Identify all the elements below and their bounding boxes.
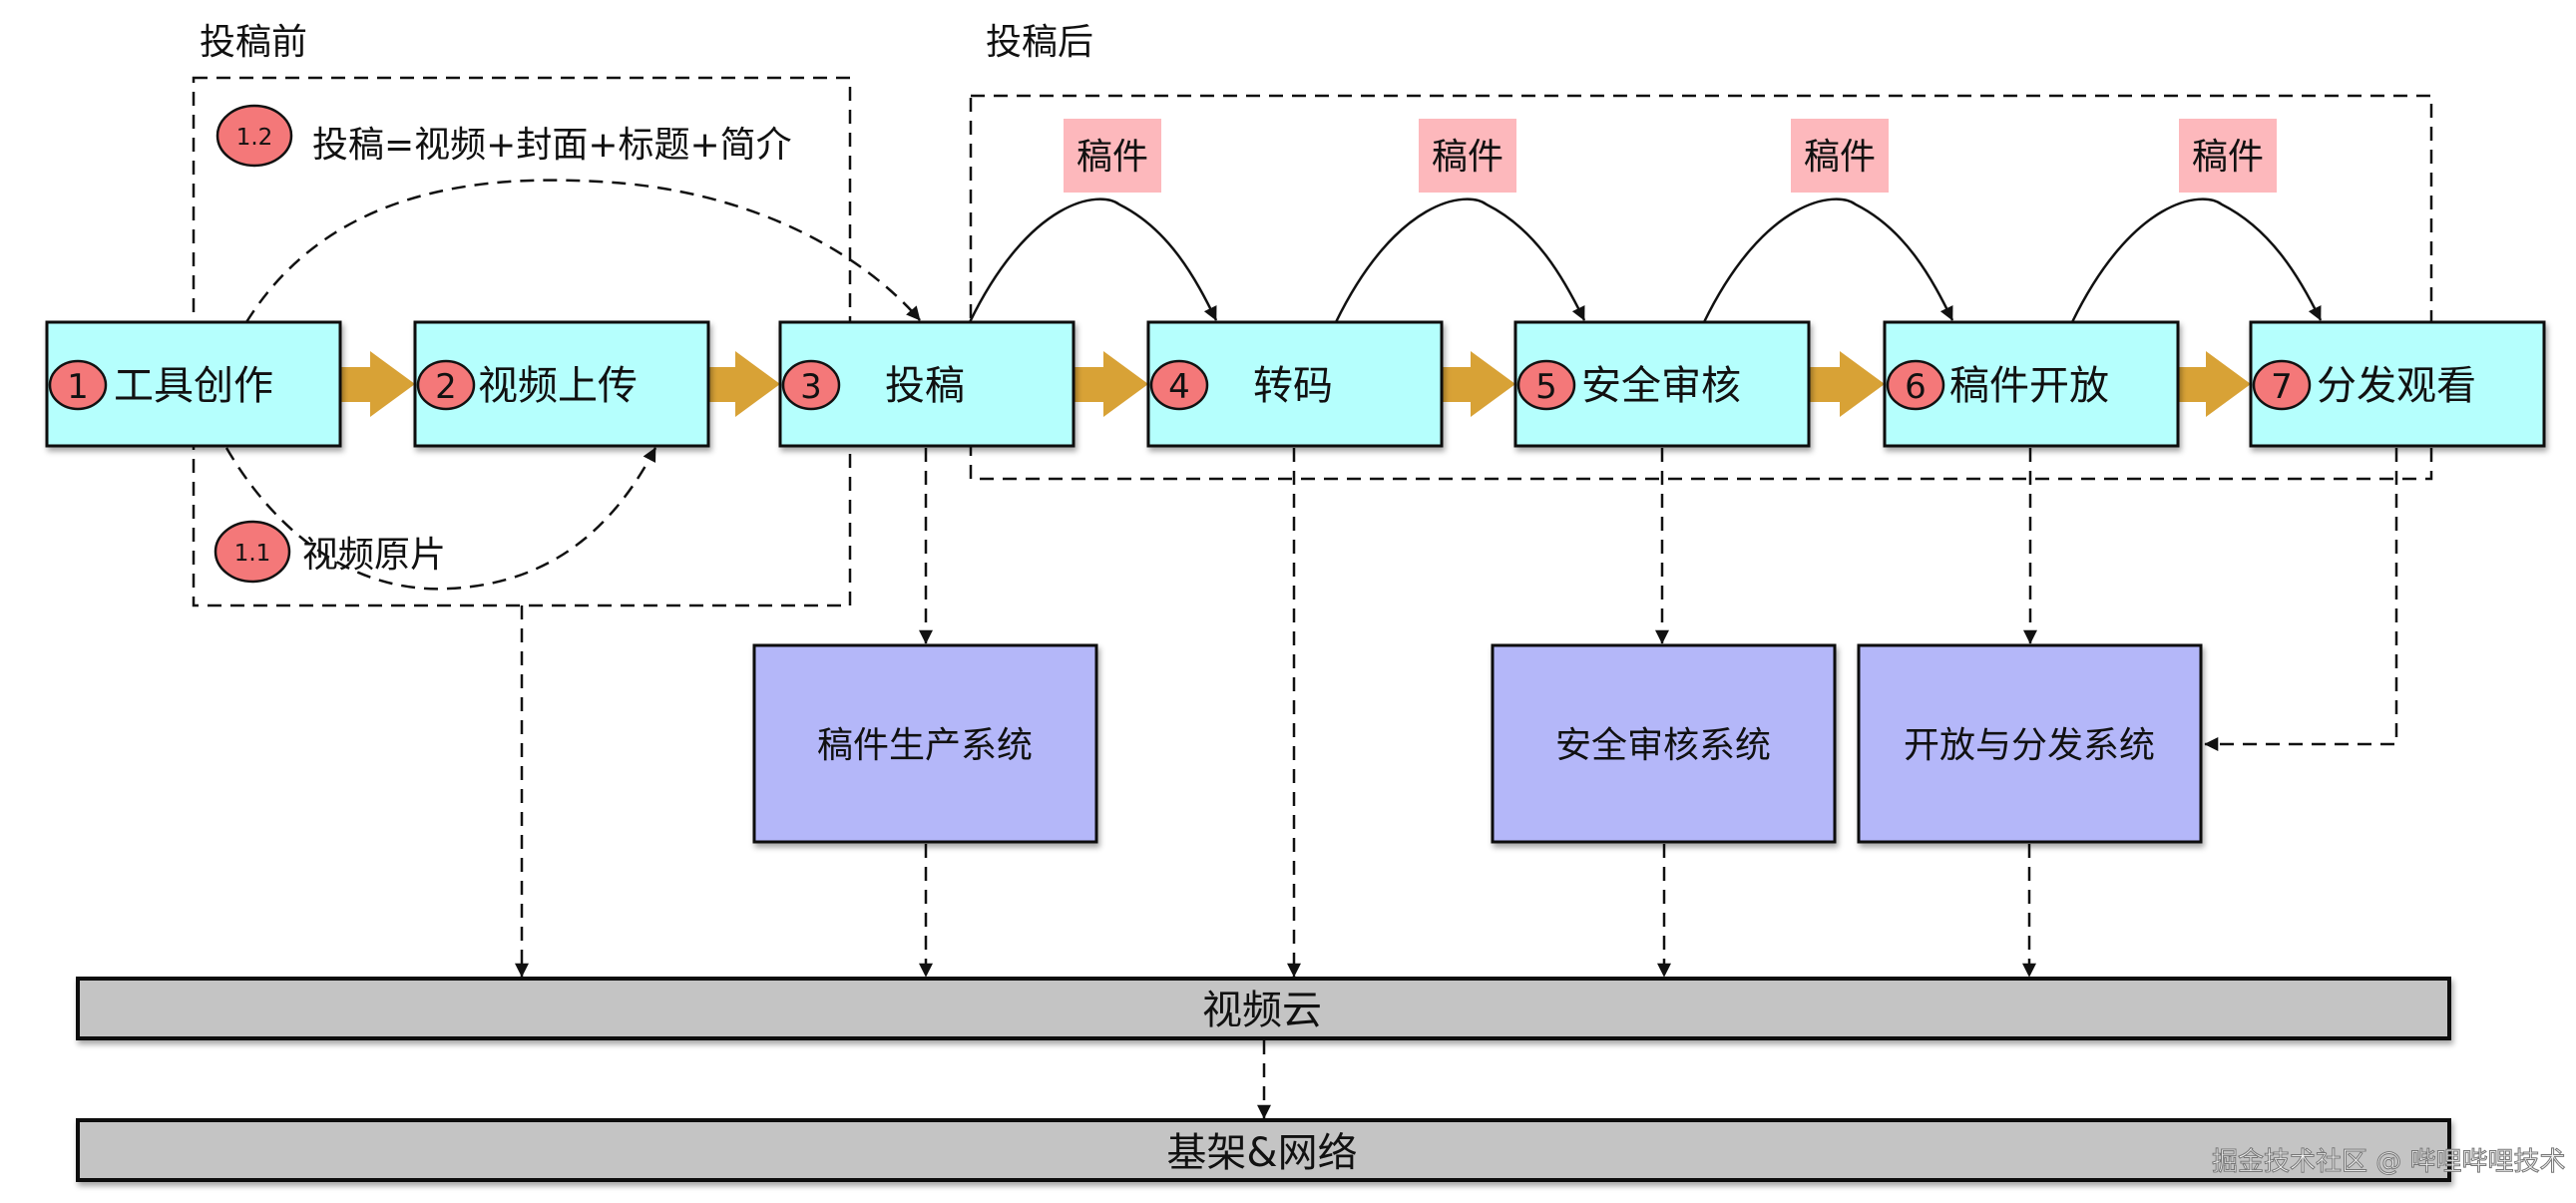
stage-label: 稿件开放 (1949, 363, 2109, 409)
layer-bar[interactable] (76, 1118, 2451, 1182)
artifact-tag-label: 稿件 (1432, 137, 1503, 178)
stage-number: 7 (2271, 367, 2293, 407)
stage-7[interactable]: 7 分发观看 (2249, 320, 2546, 448)
stage-number: 3 (800, 367, 822, 407)
layer-bar[interactable] (76, 977, 2451, 1040)
note-badge-1-2-text: 1.2 (236, 125, 273, 151)
system-0[interactable]: 稿件生产系统 (752, 643, 1098, 844)
flow-arrows (340, 351, 2251, 417)
infra-network-layer[interactable]: 基架&网络 (76, 1118, 2451, 1182)
system-label: 安全审核系统 (1555, 725, 1771, 766)
stage-4[interactable]: 4 转码 (1146, 320, 1444, 448)
system-box[interactable] (1491, 643, 1837, 844)
flow-arrow-icon (1809, 351, 1885, 417)
note-badge-1-1-text: 1.1 (234, 541, 271, 567)
stage-label: 投稿 (885, 363, 965, 409)
artifact-tag: 稿件 (1791, 119, 1889, 193)
stage-label: 视频上传 (478, 363, 638, 409)
artifact-tag-label: 稿件 (1804, 137, 1876, 178)
artifact-tag-label: 稿件 (2192, 137, 2264, 178)
stage-number: 6 (1905, 367, 1927, 407)
note-badge-1-1 (214, 520, 291, 584)
stage-number: 2 (435, 367, 457, 407)
pipeline-stages: 1 工具创作 2 视频上传 3 投稿 4 转码 5 安全审核 6 稿件开放 7 分发观看 (45, 320, 2546, 448)
artifact-handoff-arrow (1702, 198, 1954, 323)
stage-number: 1 (67, 367, 89, 407)
watch-to-distribution-system-arrow (2204, 448, 2398, 751)
raw-video-arrow (224, 447, 657, 591)
stage-number-badge (781, 359, 841, 411)
artifact-tag-box (1419, 119, 1516, 193)
artifact-tags: 稿件 稿件 稿件 稿件 (1064, 119, 2277, 193)
artifact-tag-box (2179, 119, 2277, 193)
artifact-tag: 稿件 (2179, 119, 2277, 193)
stage-label: 安全审核 (1581, 363, 1741, 409)
flow-arrow-icon (340, 351, 415, 417)
stage-number-badge (416, 359, 476, 411)
note-badge-1-2 (215, 104, 293, 168)
layer-label: 视频云 (1202, 988, 1322, 1033)
artifact-tag-label: 稿件 (1076, 137, 1148, 178)
stage-number-badge (1886, 359, 1945, 411)
system-box[interactable] (752, 643, 1098, 844)
system-label: 稿件生产系统 (817, 725, 1033, 766)
flow-arrow-icon (2178, 351, 2251, 417)
note-submission-definition: 1.2 投稿=视频+封面+标题+简介 (215, 104, 792, 168)
pre-submission-title: 投稿前 (200, 22, 307, 63)
stage-box[interactable] (1883, 320, 2180, 448)
artifact-tag: 稿件 (1419, 119, 1516, 193)
stage-1[interactable]: 1 工具创作 (45, 320, 342, 448)
video-cloud-layer[interactable]: 视频云 (76, 977, 2451, 1040)
post-submission-group: 投稿后 (969, 22, 2433, 481)
stage-number-badge (1149, 359, 1209, 411)
submission-metadata-arrow (244, 179, 921, 323)
stage-number-badge (2252, 359, 2312, 411)
watermark: 掘金技术社区 @ 哔哩哔哩技术 (2212, 1147, 2566, 1177)
system-box[interactable] (1857, 643, 2203, 844)
flow-arrow-icon (1073, 351, 1148, 417)
stage-number-badge (48, 359, 108, 411)
stage-number-badge (1516, 359, 1576, 411)
flow-arrow-icon (708, 351, 780, 417)
artifact-handoff-arrow (2070, 198, 2323, 323)
backend-systems: 稿件生产系统 安全审核系统 开放与分发系统 (752, 643, 2203, 844)
note-submission-definition-text: 投稿=视频+封面+标题+简介 (312, 125, 792, 166)
stage-label: 转码 (1253, 363, 1333, 409)
stage-6[interactable]: 6 稿件开放 (1883, 320, 2180, 448)
post-submission-title: 投稿后 (986, 22, 1093, 63)
note-raw-video: 1.1 视频原片 (214, 520, 446, 584)
flow-arrow-icon (1442, 351, 1515, 417)
stage-number: 4 (1168, 367, 1190, 407)
artifact-handoff-arrow (968, 198, 1218, 323)
artifact-tag-box (1791, 119, 1889, 193)
artifact-handoff-arrow (1334, 198, 1586, 323)
pre-submission-group: 投稿前 (192, 22, 852, 607)
post-submission-frame (969, 94, 2433, 481)
system-label: 开放与分发系统 (1904, 725, 2155, 766)
stage-label: 分发观看 (2317, 363, 2476, 409)
system-2[interactable]: 开放与分发系统 (1857, 643, 2203, 844)
stage-2[interactable]: 2 视频上传 (413, 320, 710, 448)
stage-5[interactable]: 5 安全审核 (1513, 320, 1811, 448)
artifact-tag-box (1064, 119, 1161, 193)
connectors (224, 179, 2398, 1119)
stage-label: 工具创作 (114, 363, 273, 409)
system-1[interactable]: 安全审核系统 (1491, 643, 1837, 844)
layer-label: 基架&网络 (1166, 1130, 1357, 1176)
artifact-tag: 稿件 (1064, 119, 1161, 193)
stage-number: 5 (1535, 367, 1557, 407)
stage-3[interactable]: 3 投稿 (778, 320, 1075, 448)
